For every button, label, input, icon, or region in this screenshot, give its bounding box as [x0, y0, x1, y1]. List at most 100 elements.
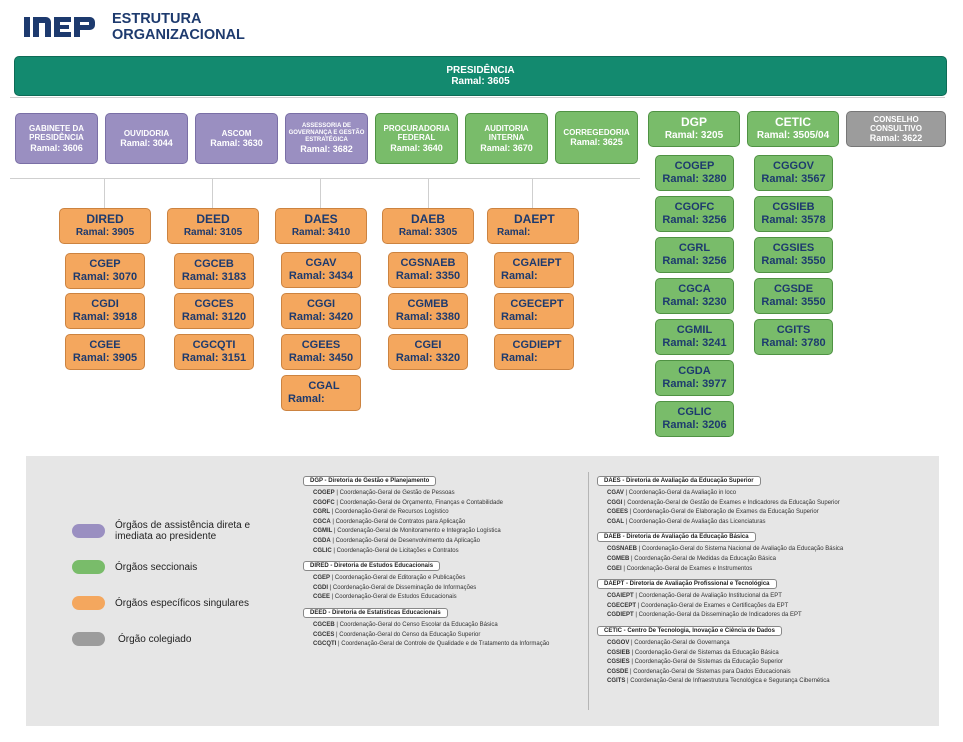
legend-swatch-orange — [72, 596, 105, 610]
sub-ramal: Ramal: 3256 — [662, 255, 727, 267]
sub-cgits: CGITS Ramal: 3780 — [754, 319, 833, 355]
glossary-item: CGCA | Coordenação-Geral de Contratos pa… — [313, 518, 465, 528]
sub-cgee: CGEE Ramal: 3905 — [65, 334, 145, 370]
sub-cgdiept: CGDIEPT Ramal: — [494, 334, 574, 370]
sub-cogep: COGEP Ramal: 3280 — [655, 155, 734, 191]
glossary-code: CGDI — [313, 584, 328, 591]
dir-dired: DIRED Ramal: 3905 — [59, 208, 151, 244]
glossary-code: CGSIEB — [607, 649, 631, 656]
sub-name: CGGI — [306, 298, 336, 311]
glossary-heading: DAEB - Diretoria de Avaliação da Educaçã… — [597, 532, 756, 543]
glossary-heading: DAEPT - Diretoria de Avaliação Profissio… — [597, 579, 777, 590]
sub-ramal: Ramal: 3550 — [761, 255, 826, 267]
sub-name: CGAL — [308, 380, 340, 393]
glossary-code: CGEP — [313, 575, 331, 582]
sub-ramal: Ramal: 3578 — [761, 214, 826, 226]
unit-ramal: Ramal: 3606 — [30, 142, 83, 153]
glossary-item: CGCQTI | Coordenação-Geral de Controle d… — [313, 640, 549, 650]
sub-ramal: Ramal: 3450 — [288, 352, 354, 364]
dir-name: DAEB — [410, 212, 445, 227]
glossary-heading: DGP - Diretoria de Gestão e Planejamento — [303, 476, 437, 486]
glossary-desc: | Coordenação-Geral de Governança — [629, 640, 730, 646]
sub-name: CGSNAEB — [400, 257, 456, 270]
glossary-code: CGSNAEB — [607, 546, 638, 553]
unit-gabinete: GABINETE DA PRESIDÊNCIA Ramal: 3606 — [15, 113, 98, 164]
unit-ramal: Ramal: 3630 — [210, 137, 263, 148]
glossary-desc: | Coordenação-Geral de Elaboração de Exa… — [628, 509, 819, 516]
sub-ramal: Ramal: 3550 — [761, 296, 826, 308]
sub-name: CGAV — [305, 257, 337, 270]
sub-ramal: Ramal: 3151 — [181, 352, 247, 364]
glossary-desc: | Coordenação-Geral de Gestão de Exames … — [622, 499, 840, 506]
glossary-item: CGDI | Coordenação-Geral de Disseminação… — [313, 584, 476, 594]
glossary-heading: DAES - Diretoria de Avaliação da Educaçã… — [597, 476, 761, 486]
glossary-item: CGCEB | Coordenação-Geral do Censo Escol… — [313, 621, 498, 631]
glossary-item: CGSNAEB | Coordenação-Geral do Sistema N… — [607, 545, 843, 555]
glossary-desc: | Coordenação-Geral de Infraestrutura Te… — [625, 678, 830, 685]
glossary-desc: | Coordenação-Geral de Sistemas da Educa… — [629, 659, 783, 666]
unit-name: OUVIDORIA — [123, 128, 170, 138]
sub-cgees: CGEES Ramal: 3450 — [281, 334, 361, 370]
sub-ramal: Ramal: 3280 — [662, 173, 727, 185]
sub-ramal: Ramal: 3977 — [662, 378, 727, 390]
glossary-desc: | Coordenação-Geral de Monitoramento e I… — [332, 528, 501, 535]
glossary-desc: | Coordenação-Geral de Orçamento, Finanç… — [334, 499, 503, 506]
connector-line — [320, 178, 321, 208]
glossary-code: COGEP — [313, 490, 335, 496]
sub-cgda: CGDA Ramal: 3977 — [655, 360, 734, 396]
glossary-item: CGGI | Coordenação-Geral de Gestão de Ex… — [607, 499, 840, 509]
sub-name: CGITS — [776, 324, 811, 337]
unit-cetic: CETIC Ramal: 3505/04 — [747, 111, 839, 147]
sub-ramal: Ramal: 3241 — [662, 337, 727, 349]
unit-name: ASCOM — [221, 128, 252, 138]
sub-ramal: Ramal: 3320 — [395, 352, 461, 364]
glossary-desc: | Coordenação-Geral de Controle de Quali… — [336, 641, 550, 648]
glossary-desc: | Coordenação-Geral de Disseminação de I… — [328, 584, 477, 591]
glossary-desc: | Coordenação-Geral de Avaliação Institu… — [633, 593, 782, 600]
glossary-item: CGECEPT | Coordenação-Geral de Exames e … — [607, 602, 788, 612]
sub-name: CGECEPT — [510, 298, 564, 311]
dir-ramal: Ramal: 3105 — [183, 227, 243, 239]
presidencia-name: PRESIDÊNCIA — [446, 64, 515, 76]
legend-swatch-purple — [72, 524, 105, 538]
glossary-desc: | Coordenação-Geral de Contratos para Ap… — [330, 518, 466, 525]
glossary-item: CGDA | Coordenação-Geral de Desenvolvime… — [313, 537, 480, 547]
unit-name: CETIC — [775, 115, 811, 130]
page-title: ESTRUTURA ORGANIZACIONAL — [112, 11, 245, 43]
legend-label: Órgãos de assistência direta e imediata … — [115, 520, 251, 542]
unit-name: AUDITORIA INTERNA — [484, 124, 529, 143]
unit-ramal: Ramal: 3682 — [300, 143, 353, 154]
glossary-code: CGCEB — [313, 622, 335, 628]
sub-name: CGCEB — [194, 258, 234, 271]
glossary-desc: | Coordenação-Geral da Disseminação de I… — [633, 612, 802, 619]
glossary-desc: | Coordenação-Geral de Recursos Logístic… — [330, 509, 449, 516]
unit-name: PROCURADORIA FEDERAL — [383, 124, 450, 143]
legend-label: Órgãos seccionais — [115, 562, 198, 573]
unit-name: CORREGEDORIA — [563, 127, 630, 137]
dir-name: DAES — [304, 212, 338, 227]
connector-line — [10, 97, 945, 98]
glossary-code: CGCQTI — [313, 641, 337, 648]
sub-ramal: Ramal: — [288, 393, 325, 405]
dir-daes: DAES Ramal: 3410 — [275, 208, 367, 244]
unit-name: CONSELHO CONSULTIVO — [870, 114, 922, 133]
glossary-code: CGSDE — [607, 668, 629, 675]
glossary-item: CGEI | Coordenação-Geral de Exames e Ins… — [607, 565, 752, 575]
sub-ramal: Ramal: — [501, 352, 538, 364]
sub-name: CGDA — [678, 365, 711, 378]
glossary-code: CGLIC — [313, 547, 332, 554]
sub-ramal: Ramal: 3120 — [181, 311, 247, 323]
glossary-desc: | Coordenação-Geral de Exames e Instrume… — [621, 565, 753, 572]
unit-ramal: Ramal: 3505/04 — [756, 130, 830, 142]
legend-swatch-gray — [72, 632, 105, 646]
unit-ramal: Ramal: 3670 — [480, 142, 533, 153]
sub-cgsieb: CGSIEB Ramal: 3578 — [754, 196, 833, 232]
sub-name: CGRL — [678, 242, 711, 255]
sub-name: CGLIC — [677, 406, 712, 419]
sub-cggi: CGGI Ramal: 3420 — [281, 293, 361, 329]
sub-name: CGMIL — [676, 324, 713, 337]
glossary-code: CGOFC — [313, 499, 335, 506]
sub-ramal: Ramal: — [501, 311, 538, 323]
glossary-desc: | Coordenação-Geral de Exames e Certific… — [636, 602, 789, 609]
sub-cgav: CGAV Ramal: 3434 — [281, 252, 361, 288]
